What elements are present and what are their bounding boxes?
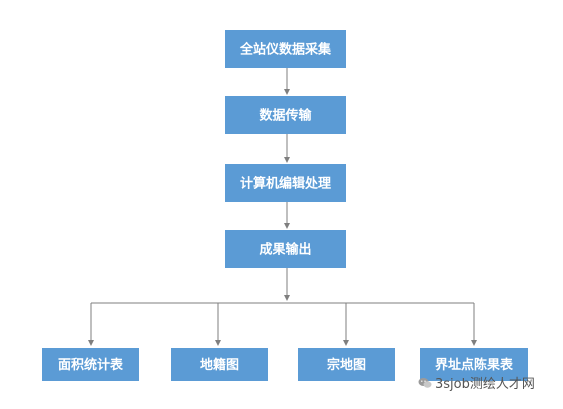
watermark: 3sjob测绘人才网 (418, 373, 535, 392)
output-label: 宗地图 (327, 357, 366, 373)
step-label: 成果输出 (259, 242, 311, 258)
output-box-parcel-map: 宗地图 (298, 348, 395, 381)
watermark-text: 3sjob测绘人才网 (435, 377, 535, 392)
output-label: 面积统计表 (58, 357, 124, 373)
output-box-area-table: 面积统计表 (42, 348, 139, 381)
output-label: 界址点陈果表 (435, 357, 514, 373)
output-box-cadastral-map: 地籍图 (171, 348, 268, 381)
step-box-result-output: 成果输出 (225, 230, 346, 268)
step-label: 计算机编辑处理 (240, 176, 331, 192)
step-label: 数据传输 (259, 108, 312, 124)
step-label: 全站仪数据采集 (239, 42, 332, 58)
output-label: 地籍图 (200, 357, 239, 373)
output-box-boundary-points: 界址点陈果表 (420, 348, 528, 381)
step-box-data-transfer: 数据传输 (225, 96, 346, 134)
wechat-icon (418, 377, 432, 389)
step-box-computer-processing: 计算机编辑处理 (225, 164, 346, 202)
step-box-data-collection: 全站仪数据采集 (225, 30, 346, 68)
